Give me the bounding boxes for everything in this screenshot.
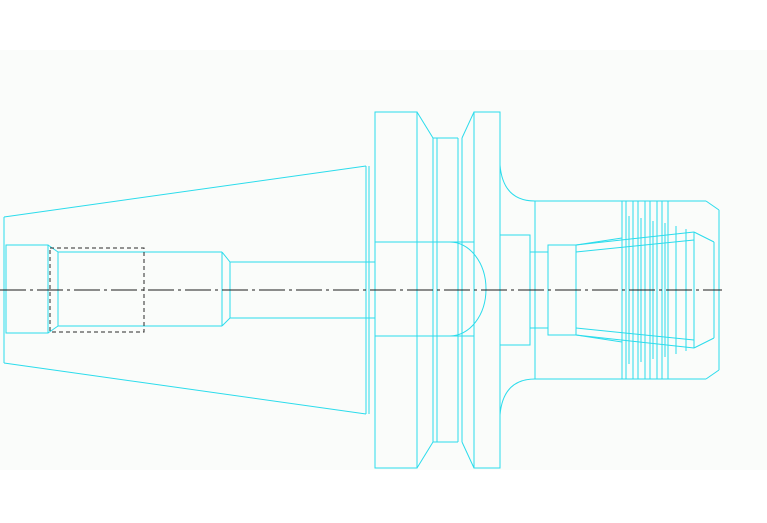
drawbar-bore xyxy=(5,244,375,334)
drawing-background xyxy=(0,50,767,470)
